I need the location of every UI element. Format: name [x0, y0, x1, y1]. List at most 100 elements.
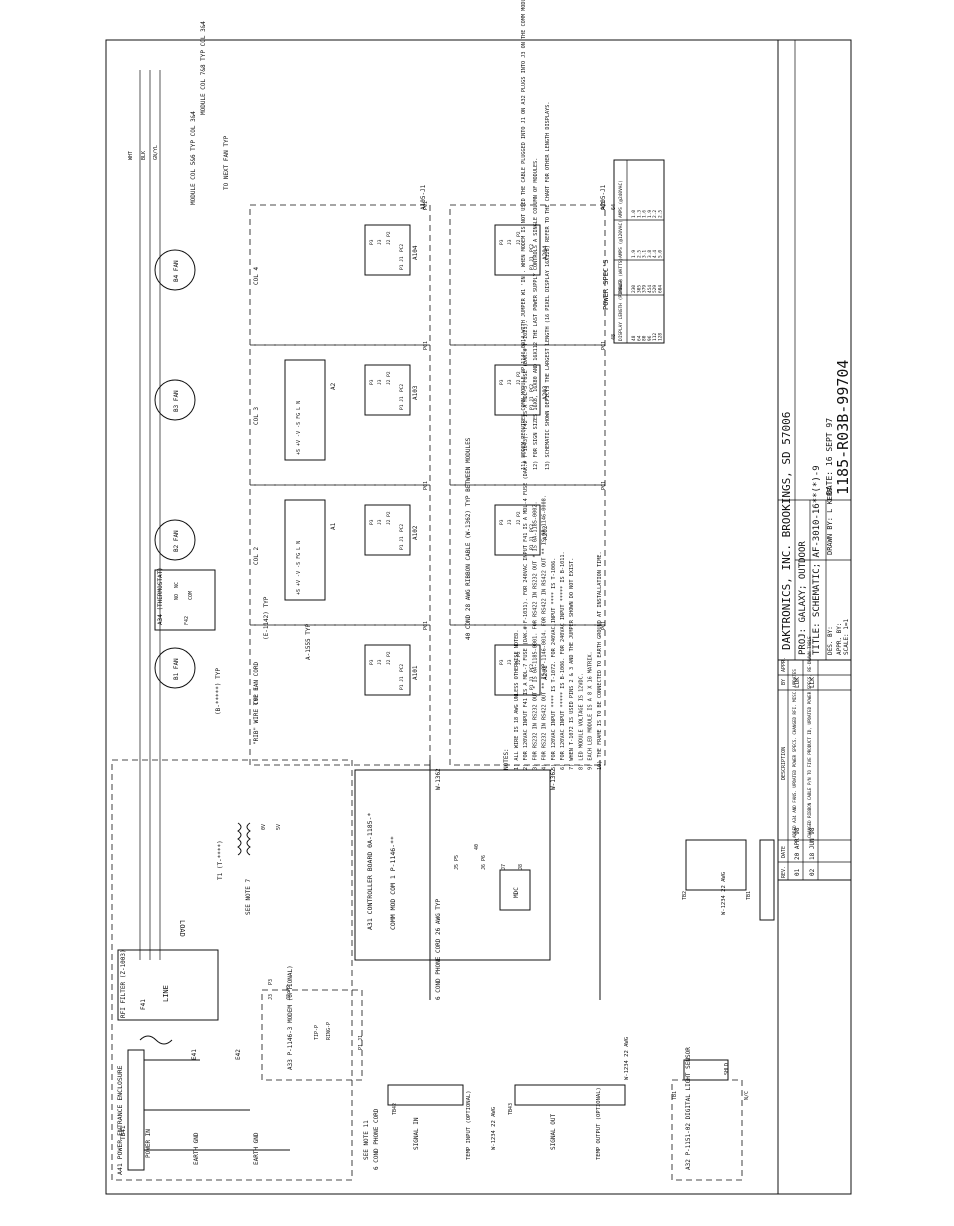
- module-port-j2p2: J2 P2: [516, 231, 522, 245]
- thermostat-com: COM: [188, 591, 194, 600]
- module-port-p3: P3: [499, 519, 505, 525]
- a205-label: A205-J1: [600, 184, 607, 210]
- transformer-label: T1 (T-****): [217, 840, 224, 880]
- tb2-label: TB2: [682, 891, 688, 900]
- sheet-border: [105, 39, 852, 1195]
- pin-64-label: 64: [611, 204, 617, 210]
- note-item: 11) MODEM REQUIRES COMM MODULE 0P-1146-0…: [521, 0, 527, 470]
- power-spec-cell: 1.3: [636, 210, 642, 218]
- module-pc1: PC1: [423, 481, 429, 490]
- signal-in-label: SIGNAL IN: [413, 1117, 420, 1150]
- rfi-filter-box: [117, 949, 219, 1021]
- tb1-label: TB1: [746, 891, 752, 900]
- module-port-p1j1: P1 J1: [529, 676, 535, 690]
- notes-block: NOTES:1) ALL WIRE IS 18 AWG UNLESS OTHER…: [503, 0, 603, 770]
- module-port-j3: J3: [377, 659, 383, 665]
- module-port-p3: P3: [369, 379, 375, 385]
- revision-block: REV. DATE DESCRIPTION BY APPR. 01 20 APR…: [777, 636, 852, 881]
- module-port-j2p2: J2 P2: [386, 371, 392, 385]
- module-port-j2p2: J2 P2: [386, 511, 392, 525]
- comm-mod-label: COMM MOD COM 1 P-1146-**: [389, 836, 397, 930]
- scale: SCALE: 1=1: [843, 618, 850, 655]
- power-spec-cell: 1.6: [642, 210, 648, 218]
- fan-b4-label: B4 FAN: [173, 260, 180, 282]
- power-spec-cell: 230: [631, 285, 637, 293]
- note-item: 2) FOR 120VAC INPUT F41 IS A MDL-7 FUSE …: [523, 320, 529, 770]
- note-item: 6) FOR 120VAC INPUT ***** IS B-1006. FOR…: [560, 551, 566, 770]
- rev-01-number: 01: [794, 868, 801, 876]
- thermostat-label: A34 (THERMOSTAT): [157, 567, 164, 625]
- ps-a2-label: A2: [330, 382, 337, 390]
- e41-label: E41: [191, 1049, 198, 1060]
- module-port-pc2: PC2: [529, 664, 535, 672]
- des-by: DES. BY:: [827, 626, 834, 655]
- module-port-j2p2: J2 P2: [516, 511, 522, 525]
- ps-hdr-power: POWER (WATTS): [618, 258, 624, 293]
- led-module-box: [494, 644, 541, 696]
- rev-header-date: DATE: [781, 846, 787, 858]
- w1234-c: W-1234 22 AWG: [721, 872, 727, 915]
- module-port-j3: J3: [507, 659, 513, 665]
- title-block: DAKTRONICS, INC. BROOKINGS, SD 57006 PRO…: [777, 39, 852, 1195]
- module-port-pc2: PC2: [399, 664, 405, 672]
- tb42-label: TB42: [392, 1103, 398, 1115]
- module-port-p3: P3: [369, 659, 375, 665]
- power-spec-cell: 64: [636, 335, 642, 341]
- power-spec-cell: 2.5: [658, 210, 664, 218]
- module-port-p1j1: P1 J1: [399, 396, 405, 410]
- rib-wire-label: "RIB" WIRE TYP FAN CORD: [253, 662, 260, 745]
- fan-b2-label: B2 FAN: [173, 530, 180, 552]
- w1362-b: W-1362: [550, 768, 557, 790]
- module-port-j2p2: J2 P2: [516, 371, 522, 385]
- power-spec-cell: 454: [647, 285, 653, 293]
- fuse-f41-symbol: [139, 1035, 173, 1045]
- note-item: 9) EACH LED MODULE IS A 8 X 16 MATRIX.: [588, 651, 594, 770]
- col-2-label: COL 2: [253, 547, 260, 565]
- ps-hdr-amps240: AMPS (@240VAC): [618, 180, 624, 218]
- note-item: 8) LED MODULE VOLTAGE IS 12VDC.: [578, 673, 584, 770]
- rev-01-desc: ADDED A34 AND FANS. UPDATED POWER SPECS.…: [792, 669, 797, 838]
- see-note-7: SEE NOTE 7: [245, 878, 252, 915]
- power-spec-cell: 4.4: [652, 250, 658, 258]
- thermostat-nc: NC: [174, 582, 180, 588]
- signal-out-label: SIGNAL OUT: [550, 1113, 557, 1150]
- led-module-label: A101: [412, 665, 419, 680]
- led-module-label: A104: [412, 245, 419, 260]
- fan-b4-circle: [154, 249, 196, 291]
- col-1-label: COL 1: [253, 687, 260, 705]
- ribbon-label: 40 COND 28 AWG RIBBON CABLE (W-1362) TYP…: [465, 437, 472, 640]
- ring-label: RING-P: [326, 1022, 332, 1040]
- project-name: PROJ: GALAXY; OUTDOOR: [798, 541, 808, 655]
- module-port-pc2: PC2: [529, 244, 535, 252]
- fans: B1 FAN B2 FAN B3 FAN B4 FAN (B-*****) TY…: [154, 249, 260, 745]
- rev-02-number: 02: [809, 868, 816, 876]
- power-spec-cell: 305: [636, 285, 642, 293]
- rev-header-appr: APPR.: [781, 657, 787, 672]
- j7: J7: [501, 864, 507, 870]
- thermostat-a34: A34 (THERMOSTAT) F42 NO NC COM: [154, 567, 216, 631]
- rev-02-desc: CHANGED RIBBON CABLE P/N TO FIVE PRODUCT…: [807, 636, 812, 838]
- modem-a33: A33 P-1146-3 MODEM (OPTIONAL) TIP-P RING…: [261, 965, 370, 1160]
- w1234-a: W-1234 22 AWG: [491, 1107, 497, 1150]
- power-spec-cell: 1.0: [631, 210, 637, 218]
- module-port-pc2: PC2: [399, 524, 405, 532]
- fan-b3-circle: [154, 379, 196, 421]
- see-note-11: SEE NOTE 11: [363, 1120, 370, 1160]
- right-side-references: MODULE COL 5&6 TYP COL 3&4 MODULE COL 7&…: [128, 21, 230, 960]
- mdc-box: [499, 869, 531, 911]
- w1234-b: W-1234 22 AWG: [624, 1037, 630, 1080]
- module-port-p1j1: P1 J1: [399, 256, 405, 270]
- e1142-label: (E-1142) TYP: [263, 596, 270, 640]
- power-spec-table: POWER SPEC'S DISPLAY LENGTH (PIXELS) POW…: [602, 159, 665, 344]
- tb2-strip: [685, 839, 747, 891]
- tb43-label: TB43: [508, 1103, 514, 1115]
- rev-header-by: BY: [781, 679, 787, 685]
- to-next-fan: TO NEXT FAN TYP: [223, 135, 230, 190]
- rev-01-date: 20 APR 98: [794, 827, 801, 860]
- power-spec-cell: 379: [642, 285, 648, 293]
- note-item: 7) WHEN T-1072 IS USED PINS 2 & 3 AND TH…: [569, 558, 575, 770]
- note-item: 1) ALL WIRE IS 18 AWG UNLESS OTHERWISE N…: [514, 629, 520, 770]
- col-3-label: COL 3: [253, 407, 260, 425]
- power-spec-cell: 48: [631, 335, 637, 341]
